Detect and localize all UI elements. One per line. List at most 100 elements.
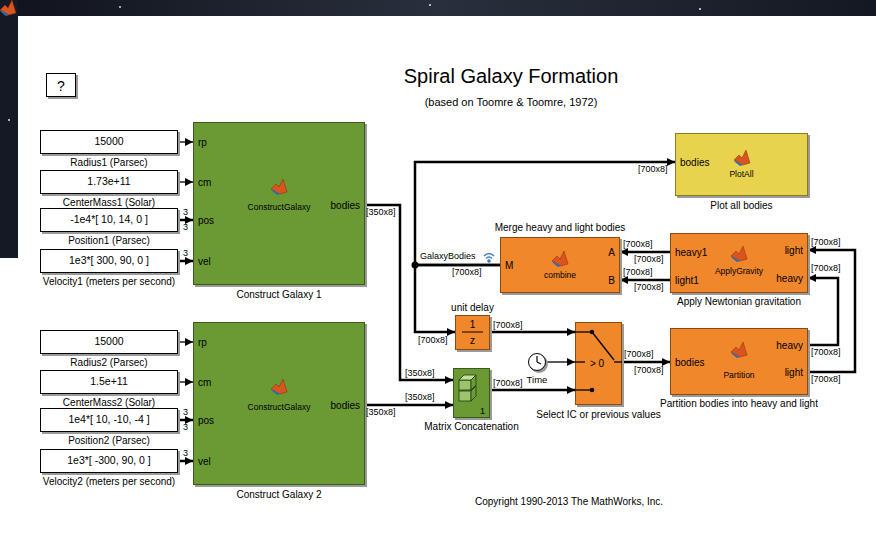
help-mark: ?	[57, 78, 65, 94]
function-name: ConstructGalaxy	[248, 202, 311, 212]
text-holder: [700x8]	[624, 350, 654, 359]
text-holder: light	[785, 246, 803, 256]
text-holder: Copyright 1990-2013 The MathWorks, Inc.	[475, 497, 663, 507]
text-holder: GalaxyBodies	[420, 252, 476, 261]
block-name: Construct Galaxy 2	[236, 489, 321, 500]
port-label: light	[785, 245, 803, 256]
block-name: Radius2 (Parsec)	[70, 357, 147, 368]
constant-block: 15000Radius1 (Parsec)	[40, 130, 178, 154]
text-holder: [700x8]	[634, 255, 664, 264]
block-name: Position2 (Parsec)	[68, 435, 150, 446]
space-strip	[0, 0, 18, 258]
text-holder: vel	[198, 257, 211, 267]
text-holder: [700x8]	[623, 240, 653, 249]
function-name: ApplyGravity	[715, 266, 763, 276]
text-holder: PlotAll	[376, 170, 876, 179]
constant-value: 1e3*[ -300, 90, 0 ]	[67, 454, 150, 466]
text-holder: light1	[675, 276, 699, 286]
block-name: Select IC or previous values	[536, 409, 661, 420]
text-holder: light	[785, 368, 803, 378]
signal-line	[178, 419, 193, 422]
signal-line	[490, 331, 575, 334]
port-label: cm	[198, 377, 211, 388]
text-holder: Apply Newtonian gravitation	[371, 297, 876, 307]
text-holder: bodies	[331, 201, 360, 211]
constant-value: 1e4*[ 10, -10, -4 ]	[68, 413, 149, 425]
constant-block: -1e4*[ 10, 14, 0 ]Position1 (Parsec)	[40, 208, 178, 232]
dimension-label: [700x8]	[493, 378, 523, 388]
function-block: Merge heavy and light bodiesABMcombine	[500, 237, 620, 293]
dimension-label: [700x8]	[634, 282, 664, 292]
star	[699, 8, 701, 10]
unit-delay-block: unit delay1z	[455, 315, 490, 350]
port-label: light1	[675, 275, 699, 286]
signal-name: GalaxyBodies	[420, 251, 476, 261]
dimension-label: [700x8]	[638, 164, 668, 174]
copyright-note: Copyright 1990-2013 The MathWorks, Inc.	[475, 496, 663, 507]
constant-block: 1.5e+11CenterMass2 (Solar)	[40, 370, 178, 394]
port-label: A	[608, 247, 615, 258]
constant-block: 1e3*[ 300, 90, 0 ]Velocity1 (meters per …	[40, 249, 178, 273]
text-holder: heavy	[776, 341, 803, 351]
text-holder: [700x8]	[493, 379, 523, 388]
text-holder: [350x8]	[366, 208, 396, 217]
port-label: heavy1	[675, 247, 707, 258]
constant-block: 1.73e+11CenterMass1 (Solar)	[40, 170, 178, 194]
signal-line	[178, 219, 193, 222]
block-name: unit delay	[451, 302, 494, 313]
text-holder: [700x8]	[452, 268, 482, 277]
dimension-label: [700x8]	[623, 239, 653, 249]
text-holder: rp	[198, 138, 207, 148]
text-holder: M	[505, 261, 513, 271]
text-holder: [700x8]	[623, 268, 653, 277]
block-name: Time	[527, 374, 548, 385]
signal-line	[178, 181, 193, 182]
dimension-label: [700x8]	[811, 347, 841, 357]
text-holder: bodies	[680, 158, 709, 168]
dimension-label: [700x8]	[452, 267, 482, 277]
function-name: combine	[544, 270, 576, 280]
text-holder: 3	[183, 249, 188, 258]
block-name: Velocity2 (meters per second)	[43, 476, 175, 487]
dimension-label: [700x8]	[811, 263, 841, 273]
dimension-label: [350x8]	[366, 207, 396, 217]
text-holder: cm	[198, 178, 211, 188]
plot-block: bodiesPlotAllPlot all bodies	[675, 133, 808, 196]
constant-value: 1.73e+11	[87, 175, 130, 187]
port-label: rp	[198, 137, 207, 148]
text-holder: 1	[480, 407, 485, 416]
dimension-label: [700x8]	[634, 365, 664, 375]
signal-line	[490, 389, 575, 392]
text-holder: vel	[198, 457, 211, 467]
dimension-label: [350x8]	[366, 407, 396, 417]
constant-block: 1e3*[ -300, 90, 0 ]Velocity2 (meters per…	[40, 449, 178, 473]
numerator: 1	[470, 319, 476, 330]
block-name: Partition bodies into heavy and light	[660, 398, 818, 409]
signal-line	[620, 279, 670, 282]
port-label: vel	[198, 456, 211, 467]
text-holder: ?	[0, 79, 375, 93]
text-holder: heavy	[776, 274, 803, 284]
signal-line	[808, 250, 855, 372]
wireless-icon	[484, 254, 494, 263]
constant-value: 15000	[94, 135, 123, 147]
block-name: Radius1 (Parsec)	[70, 157, 147, 168]
block-name: CenterMass1 (Solar)	[63, 197, 155, 208]
text-holder: [700x8]	[811, 348, 841, 357]
signal-line	[808, 278, 838, 345]
star	[119, 6, 121, 8]
text-holder: pos	[198, 216, 214, 226]
block-parameter: 1	[480, 406, 485, 416]
constant-value: 15000	[94, 335, 123, 347]
text-holder: [350x8]	[366, 408, 396, 417]
port-label: cm	[198, 177, 211, 188]
branch-dot	[412, 262, 419, 269]
text-holder: [350x8]	[405, 393, 435, 402]
function-block: heavy1light1lightheavyApplyGravityApply …	[670, 233, 808, 293]
text-holder: [700x8]	[634, 366, 664, 375]
function-name: ConstructGalaxy	[248, 402, 311, 412]
port-label: bodies	[331, 400, 360, 411]
text-holder: pos	[198, 416, 214, 426]
text-holder: [700x8]	[638, 165, 668, 174]
port-label: bodies	[331, 200, 360, 211]
